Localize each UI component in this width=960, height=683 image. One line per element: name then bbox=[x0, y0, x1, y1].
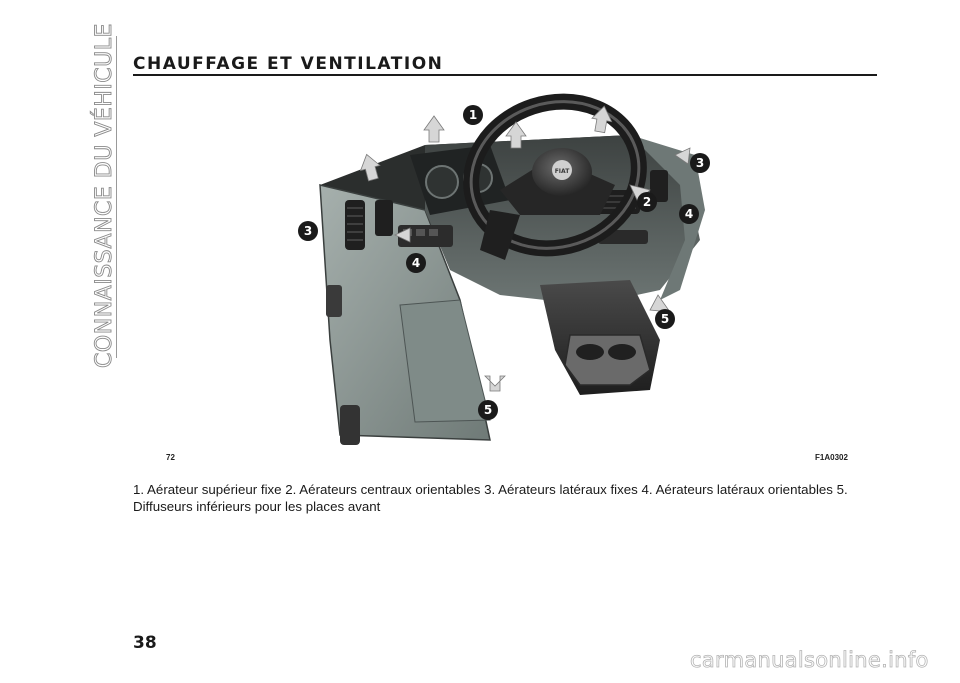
fiat-logo-text: FIAT bbox=[555, 168, 571, 175]
right-adjustable-vent bbox=[650, 170, 668, 202]
watermark: carmanualsonline.info bbox=[690, 648, 929, 673]
steering-column bbox=[480, 210, 520, 260]
left-door-handle bbox=[326, 285, 342, 317]
chapter-title-text: CONNAISSANCE DU VÉHICULE bbox=[91, 22, 117, 368]
figure-number: 72 bbox=[166, 453, 175, 462]
callout-5-right: 5 bbox=[655, 309, 675, 329]
left-side-vent-fixed bbox=[345, 200, 365, 250]
instrument-cluster bbox=[410, 145, 510, 215]
svg-text:4: 4 bbox=[412, 256, 420, 270]
cupholder bbox=[564, 334, 651, 386]
svg-text:2: 2 bbox=[643, 195, 651, 209]
callout-5-left: 5 bbox=[478, 400, 498, 420]
svg-text:1: 1 bbox=[469, 108, 477, 122]
left-side-vent-slats bbox=[347, 207, 363, 241]
chapter-divider bbox=[116, 36, 117, 358]
page-number: 38 bbox=[133, 633, 157, 653]
figure-code: F1A0302 bbox=[815, 453, 848, 462]
fiat-logo-badge bbox=[552, 160, 572, 180]
glovebox-lid bbox=[399, 299, 491, 423]
section-title-rule bbox=[133, 74, 877, 76]
callout-3-right: 3 bbox=[690, 153, 710, 173]
callout-2: 2 bbox=[637, 192, 657, 212]
dashboard-drawing: FIAT 1 2 3 3 bbox=[298, 93, 710, 445]
callout-1: 1 bbox=[463, 105, 483, 125]
svg-text:3: 3 bbox=[304, 224, 312, 238]
svg-text:3: 3 bbox=[696, 156, 704, 170]
callout-3-left: 3 bbox=[298, 221, 318, 241]
right-dash bbox=[630, 135, 705, 300]
svg-text:4: 4 bbox=[685, 207, 693, 221]
svg-text:5: 5 bbox=[661, 312, 669, 326]
dashboard-illustration: FIAT 1 2 3 3 bbox=[160, 90, 860, 460]
chapter-title-vertical: CONNAISSANCE DU VÉHICULE bbox=[84, 22, 124, 368]
svg-text:5: 5 bbox=[484, 403, 492, 417]
section-title: CHAUFFAGE ET VENTILATION bbox=[133, 54, 444, 74]
figure-caption: 1. Aérateur supérieur fixe 2. Aérateurs … bbox=[133, 482, 848, 514]
pedal bbox=[340, 405, 360, 445]
callout-4-left: 4 bbox=[406, 253, 426, 273]
callout-4-right: 4 bbox=[679, 204, 699, 224]
left-adjustable-vent bbox=[375, 200, 393, 236]
